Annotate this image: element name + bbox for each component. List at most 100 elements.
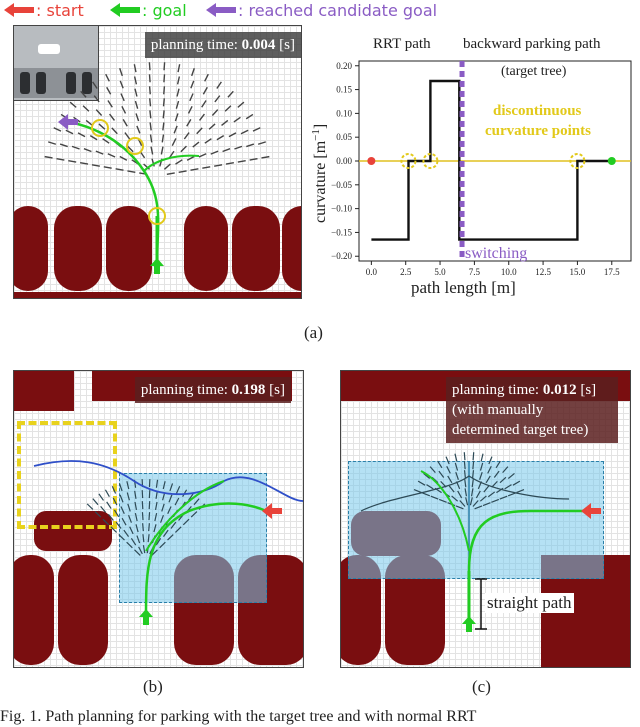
tree-node [464, 479, 467, 488]
tree-node [162, 98, 165, 107]
tree-node [190, 511, 198, 518]
y-axis-label: curvature [m−1] [310, 124, 329, 223]
tree-node [106, 501, 112, 509]
panel-b-map: planning time: 0.198 [s] [13, 370, 304, 668]
tree-node [127, 503, 131, 512]
tree-node [102, 518, 110, 526]
chart-y-ticks: 0.200.150.100.050.00−0.05−0.10−0.15−0.20 [331, 61, 359, 261]
curvature-chart: 0.200.150.100.050.00−0.05−0.10−0.15−0.20… [310, 36, 632, 297]
tree-node [429, 466, 436, 474]
tree-node [178, 170, 187, 173]
tree-node [222, 148, 231, 153]
tree-node [153, 524, 157, 533]
tree-node [175, 159, 183, 165]
tree-node [103, 166, 112, 169]
tree-node [447, 475, 453, 484]
tree-node [483, 485, 490, 493]
tree-node [459, 500, 466, 507]
tree-node [126, 481, 130, 490]
tree-node [491, 480, 498, 488]
tree-node [237, 101, 245, 108]
legend-goal-label: : goal [142, 0, 187, 20]
tree-node [512, 480, 521, 486]
tree-node [59, 143, 68, 148]
tree-node [150, 146, 154, 155]
tree-node [77, 132, 86, 138]
tree-node [163, 74, 166, 83]
tree-node [136, 125, 141, 134]
tree-node [189, 93, 194, 102]
tree-node [180, 145, 187, 153]
tree-node [130, 537, 137, 546]
tree-node [177, 64, 181, 73]
tree-node [171, 138, 177, 146]
tree-node [167, 534, 174, 541]
tree-node [167, 506, 172, 515]
panel-c-planning-time: planning time: 0.012 [s] (with manually … [446, 377, 618, 443]
tree-node [216, 81, 222, 89]
tree-node [148, 62, 151, 71]
tree-node [485, 475, 491, 484]
tree-node [174, 497, 180, 506]
tree-node [479, 471, 483, 480]
tree-node [159, 541, 166, 549]
start-point-marker [367, 157, 376, 165]
tree-node [176, 76, 181, 85]
tree-node [154, 513, 158, 522]
tree-node [155, 537, 162, 546]
tree-node [168, 150, 175, 159]
tree-node [161, 134, 165, 143]
tree-node [454, 453, 458, 462]
x-tick-label: 5.0 [434, 267, 446, 277]
legend-goal: : goal [108, 0, 187, 20]
tree-node [187, 106, 193, 114]
tree-node [129, 526, 134, 535]
y-tick-label: 0.15 [336, 85, 352, 95]
tree-node [148, 512, 151, 521]
tree-node [141, 512, 144, 521]
tree-node [455, 471, 459, 480]
tree-node [134, 100, 139, 109]
tree-node [92, 498, 99, 506]
tree-node [204, 73, 209, 82]
tree-node [105, 73, 110, 82]
tree-node [168, 494, 173, 503]
y-tick-label: 0.10 [336, 108, 352, 118]
tree-node [68, 160, 77, 163]
tree-node [161, 503, 165, 512]
backward-label-line2: (target tree) [501, 64, 567, 79]
tree-node [225, 162, 234, 165]
tree-node [198, 113, 205, 121]
tree-node [470, 488, 474, 497]
panel-c-note-line2: determined target tree) [452, 422, 589, 438]
tree-node [413, 489, 422, 494]
tree-node [438, 498, 447, 503]
goal-point-marker [607, 157, 616, 165]
tree-node [198, 153, 207, 158]
tree-node [142, 545, 146, 554]
tree-node [170, 521, 177, 529]
tree-node [65, 129, 74, 135]
tree-node [202, 166, 211, 169]
tree-node [479, 495, 487, 502]
backward-label-line1: backward parking path [463, 36, 601, 52]
x-tick-label: 17.5 [604, 267, 620, 277]
tree-node [173, 125, 178, 134]
tree-node [93, 95, 100, 103]
tree-node [488, 456, 493, 465]
tree-node [135, 113, 140, 122]
tree-node [142, 534, 145, 543]
tree-node [471, 470, 475, 479]
curvature-series-line [371, 79, 612, 241]
tree-node [214, 95, 221, 103]
tree-node [175, 100, 180, 109]
tree-node [196, 127, 203, 135]
tree-node [126, 541, 133, 549]
tree-node [95, 109, 103, 116]
tree-node [516, 489, 525, 494]
tree-node [175, 485, 181, 494]
tree-node [257, 141, 266, 145]
discontinuous-point-marker [422, 153, 439, 169]
y-tick-label: −0.10 [331, 204, 352, 214]
